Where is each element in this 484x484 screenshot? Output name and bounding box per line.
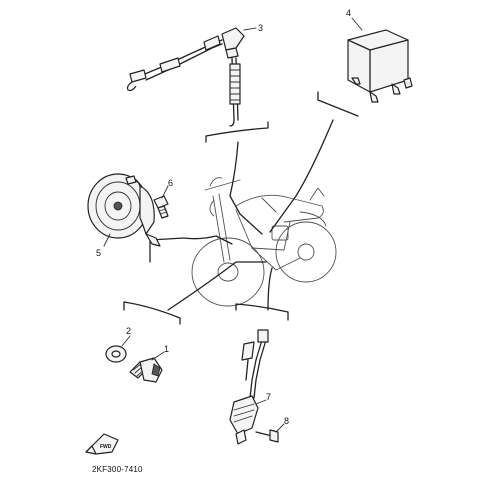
part-5-horn [87, 173, 161, 247]
callout-3: 3 [258, 23, 263, 33]
callout-2: 2 [126, 326, 131, 336]
part-7-switch-lead [229, 329, 269, 445]
callout-8: 8 [284, 416, 289, 426]
fwd-label: FWD [100, 444, 112, 450]
callout-6: 6 [168, 178, 173, 188]
part-6-bolt [153, 195, 169, 219]
part-code: 2KF300-7410 [92, 465, 143, 474]
callout-labels: 3 4 5 6 2 1 7 8 [96, 8, 351, 426]
callout-7: 7 [266, 392, 271, 402]
part-3-lead-wire [126, 27, 245, 127]
callout-5: 5 [96, 248, 101, 258]
leader-lines [167, 119, 334, 311]
part-8-screw [255, 429, 279, 443]
motorcycle-silhouette [191, 177, 337, 307]
callout-1: 1 [164, 344, 169, 354]
callout-leaders [103, 17, 363, 433]
callout-4: 4 [346, 8, 351, 18]
forward-direction-badge: FWD [85, 433, 119, 455]
part-1-switch [129, 357, 163, 383]
part-4-relay [347, 29, 413, 103]
part-2-washer [105, 345, 127, 363]
